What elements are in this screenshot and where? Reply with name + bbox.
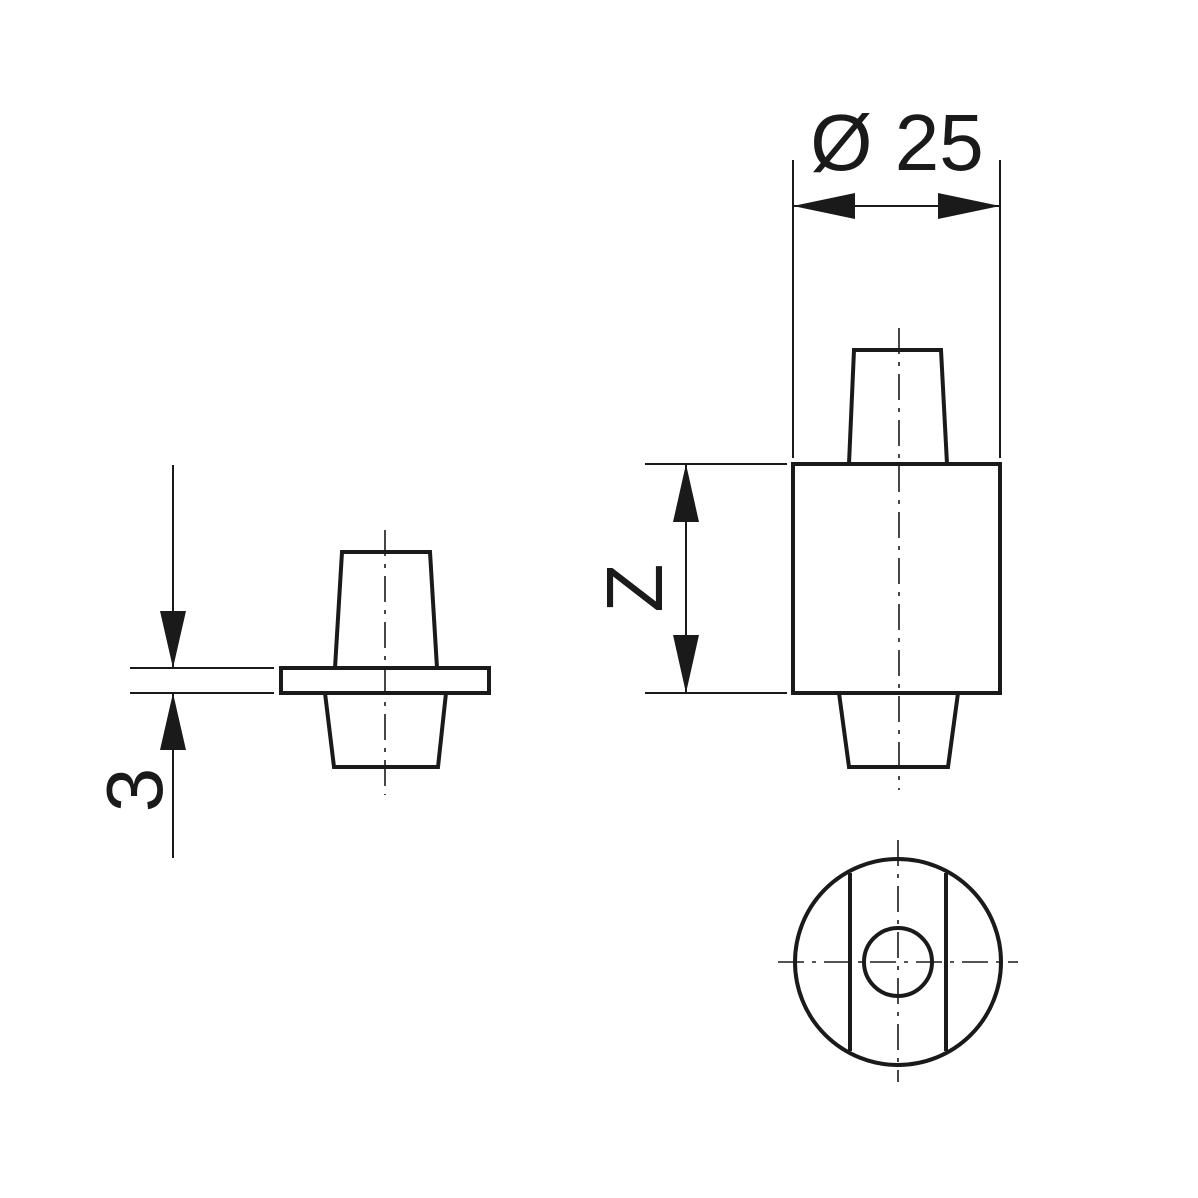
side-upper-pin — [333, 550, 439, 669]
bottom-view-circle — [778, 840, 1018, 1082]
side-view-with-flange — [279, 530, 491, 795]
arrow-left — [793, 193, 855, 219]
diameter-dimension: Ø 25 — [792, 98, 1001, 458]
flange-thickness-dimension: 3 — [90, 465, 274, 858]
diameter-label: Ø 25 — [810, 98, 983, 187]
front-body — [791, 462, 1002, 695]
side-lower-pin — [323, 692, 448, 769]
flange-thickness-label: 3 — [90, 768, 179, 813]
front-view-cylinder — [791, 328, 1002, 790]
arrow-right — [938, 193, 1000, 219]
arrow-up-z — [673, 464, 699, 522]
arrow-up — [160, 693, 186, 750]
front-upper-pin — [847, 348, 949, 465]
height-label: Z — [590, 564, 679, 613]
arrow-down-z — [673, 635, 699, 693]
arrow-down — [160, 611, 186, 668]
height-dimension: Z — [590, 463, 787, 694]
